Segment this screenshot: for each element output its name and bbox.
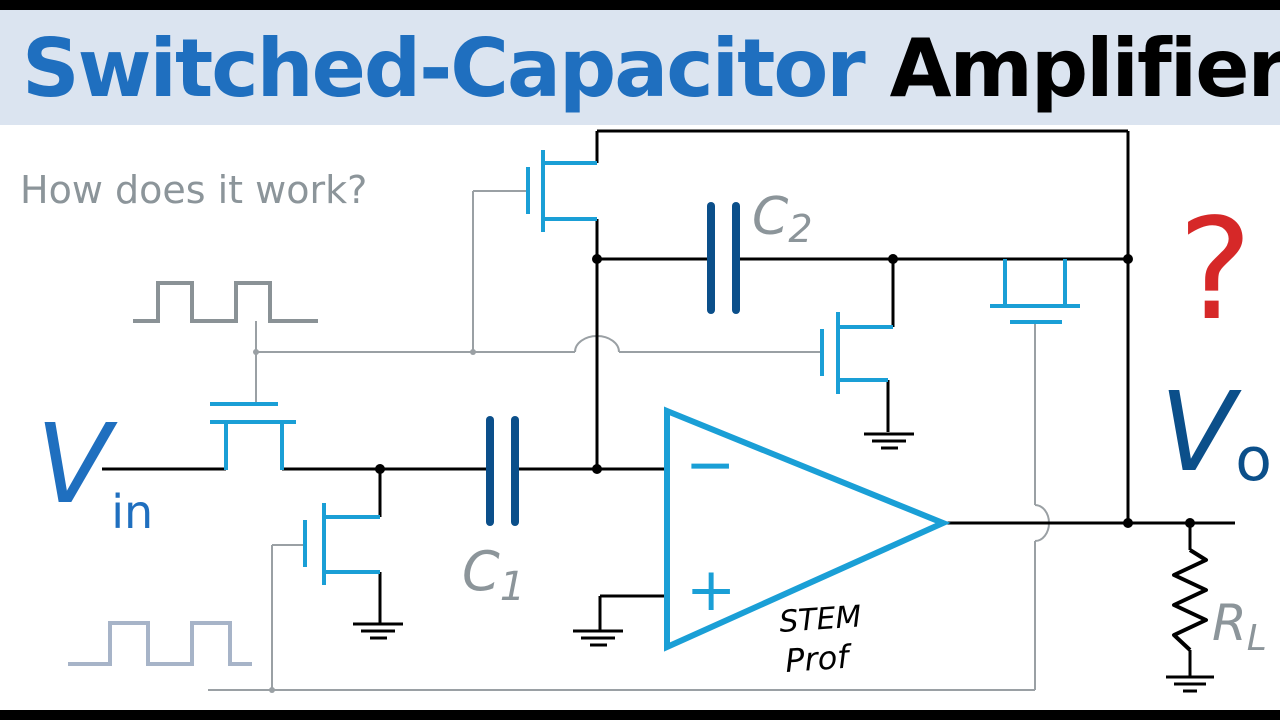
shunt-transistor-1 <box>303 503 380 585</box>
ground-symbol-3 <box>864 432 914 450</box>
stem-prof-line-1: STEM <box>778 599 863 640</box>
resistor-rl <box>1172 548 1208 652</box>
vin-label: Vin <box>36 400 153 539</box>
title-band <box>0 10 1280 125</box>
control-junction <box>269 687 275 693</box>
vo-label: Vo <box>1160 368 1272 496</box>
control-junction <box>253 349 259 355</box>
ground-symbol-1 <box>353 622 403 640</box>
capacitor-c2 <box>707 202 740 314</box>
title-part-1: Switched-Capacitor <box>22 22 866 115</box>
output-switch-transistor <box>990 259 1080 324</box>
bottom-border <box>0 710 1280 720</box>
capacitor-c1 <box>486 416 519 526</box>
opamp-minus-sign: − <box>685 430 735 500</box>
shunt-transistor-2 <box>820 312 893 394</box>
c2-label: C2 <box>752 187 813 251</box>
rl-label: RL <box>1212 594 1267 659</box>
subtitle: How does it work? <box>20 168 368 212</box>
opamp-plus-sign: + <box>686 555 736 625</box>
clock-waveform-1 <box>133 281 318 323</box>
clock-waveform-2 <box>68 621 252 666</box>
stem-prof-line-2: Prof <box>784 637 855 680</box>
control-junction <box>470 349 476 355</box>
feedback-transistor <box>526 150 597 232</box>
title-part-2: Amplifier <box>889 22 1280 115</box>
top-border <box>0 0 1280 10</box>
ground-symbol-2 <box>573 629 623 647</box>
ground-symbol-4 <box>1166 675 1214 693</box>
question-mark: ? <box>1178 189 1252 352</box>
input-switch-transistor <box>210 402 296 470</box>
page-title: Switched-Capacitor Amplifier <box>22 14 1280 124</box>
control-lines <box>208 190 1050 691</box>
opamp-triangle <box>664 406 951 652</box>
c1-label: C1 <box>462 540 525 610</box>
wire-junctions <box>375 254 1195 528</box>
signal-wires <box>102 129 1235 676</box>
